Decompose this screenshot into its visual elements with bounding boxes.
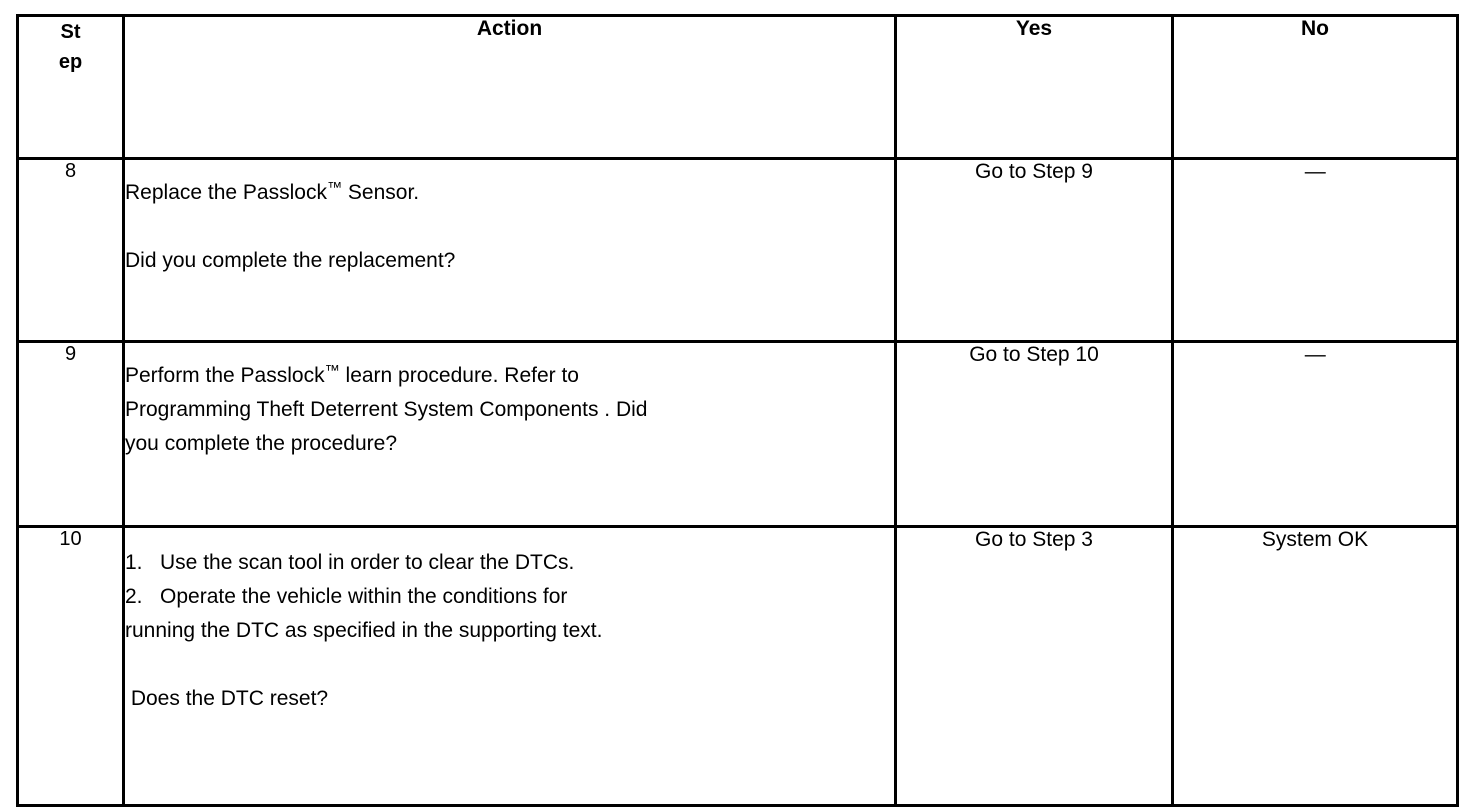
column-header-step-line2: ep <box>58 51 83 73</box>
step-number-cell: 8 <box>16 157 125 343</box>
action-cell: Perform the Passlock™ learn procedure. R… <box>122 340 897 528</box>
no-cell: — <box>1171 340 1459 528</box>
no-cell: System OK <box>1171 525 1459 807</box>
table-row: 10 1. Use the scan tool in order to clea… <box>16 525 1459 807</box>
column-header-yes: Yes <box>894 14 1174 160</box>
trademark-symbol: ™ <box>324 362 340 380</box>
action-text-part: Replace the Passlock <box>125 181 327 204</box>
yes-cell: Go to Step 10 <box>894 340 1174 528</box>
action-cell: Replace the Passlock™ Sensor. Did you co… <box>122 157 897 343</box>
step-number-cell: 9 <box>16 340 125 528</box>
action-cell: 1. Use the scan tool in order to clear t… <box>122 525 897 807</box>
action-list-item-1: 1. Use the scan tool in order to clear t… <box>125 551 575 574</box>
action-line: Programming Theft Deterrent System Compo… <box>125 398 648 422</box>
action-line: Perform the Passlock™ learn procedure. R… <box>125 359 894 393</box>
action-question-line: Did you complete the replacement? <box>125 249 456 273</box>
table-body: 8 Replace the Passlock™ Sensor. Did you … <box>16 157 1459 807</box>
action-line: Replace the Passlock™ Sensor. <box>125 176 894 210</box>
table-header-row: St ep Action Yes No <box>16 14 1459 160</box>
spacer-line <box>125 648 894 682</box>
yes-cell: Go to Step 3 <box>894 525 1174 807</box>
column-header-step-line1: St <box>60 21 81 43</box>
table-row: 8 Replace the Passlock™ Sensor. Did you … <box>16 157 1459 343</box>
column-header-step: St ep <box>16 14 125 160</box>
action-question-line: you complete the procedure? <box>125 432 398 456</box>
action-list-item-2: 2. Operate the vehicle within the condit… <box>125 585 568 609</box>
document-page: St ep Action Yes No 8 Replace the Passlo… <box>16 14 1459 807</box>
step-number-cell: 10 <box>16 525 125 807</box>
trademark-symbol: ™ <box>326 179 343 197</box>
action-list-item-2-continued: running the DTC as specified in the supp… <box>125 619 603 643</box>
action-text-part: Sensor. <box>342 181 420 204</box>
spacer-line <box>125 210 894 244</box>
column-header-action: Action <box>122 14 897 160</box>
action-question-line: Does the DTC reset? <box>125 687 329 711</box>
action-text-part: Perform the Passlock <box>125 364 325 387</box>
table-header: St ep Action Yes No <box>16 14 1459 160</box>
no-cell: — <box>1171 157 1459 343</box>
diagnostic-step-table: St ep Action Yes No 8 Replace the Passlo… <box>16 14 1459 807</box>
table-row: 9 Perform the Passlock™ learn procedure.… <box>16 340 1459 528</box>
yes-cell: Go to Step 9 <box>894 157 1174 343</box>
action-text-part: learn procedure. Refer to <box>339 364 579 387</box>
column-header-no: No <box>1171 14 1459 160</box>
